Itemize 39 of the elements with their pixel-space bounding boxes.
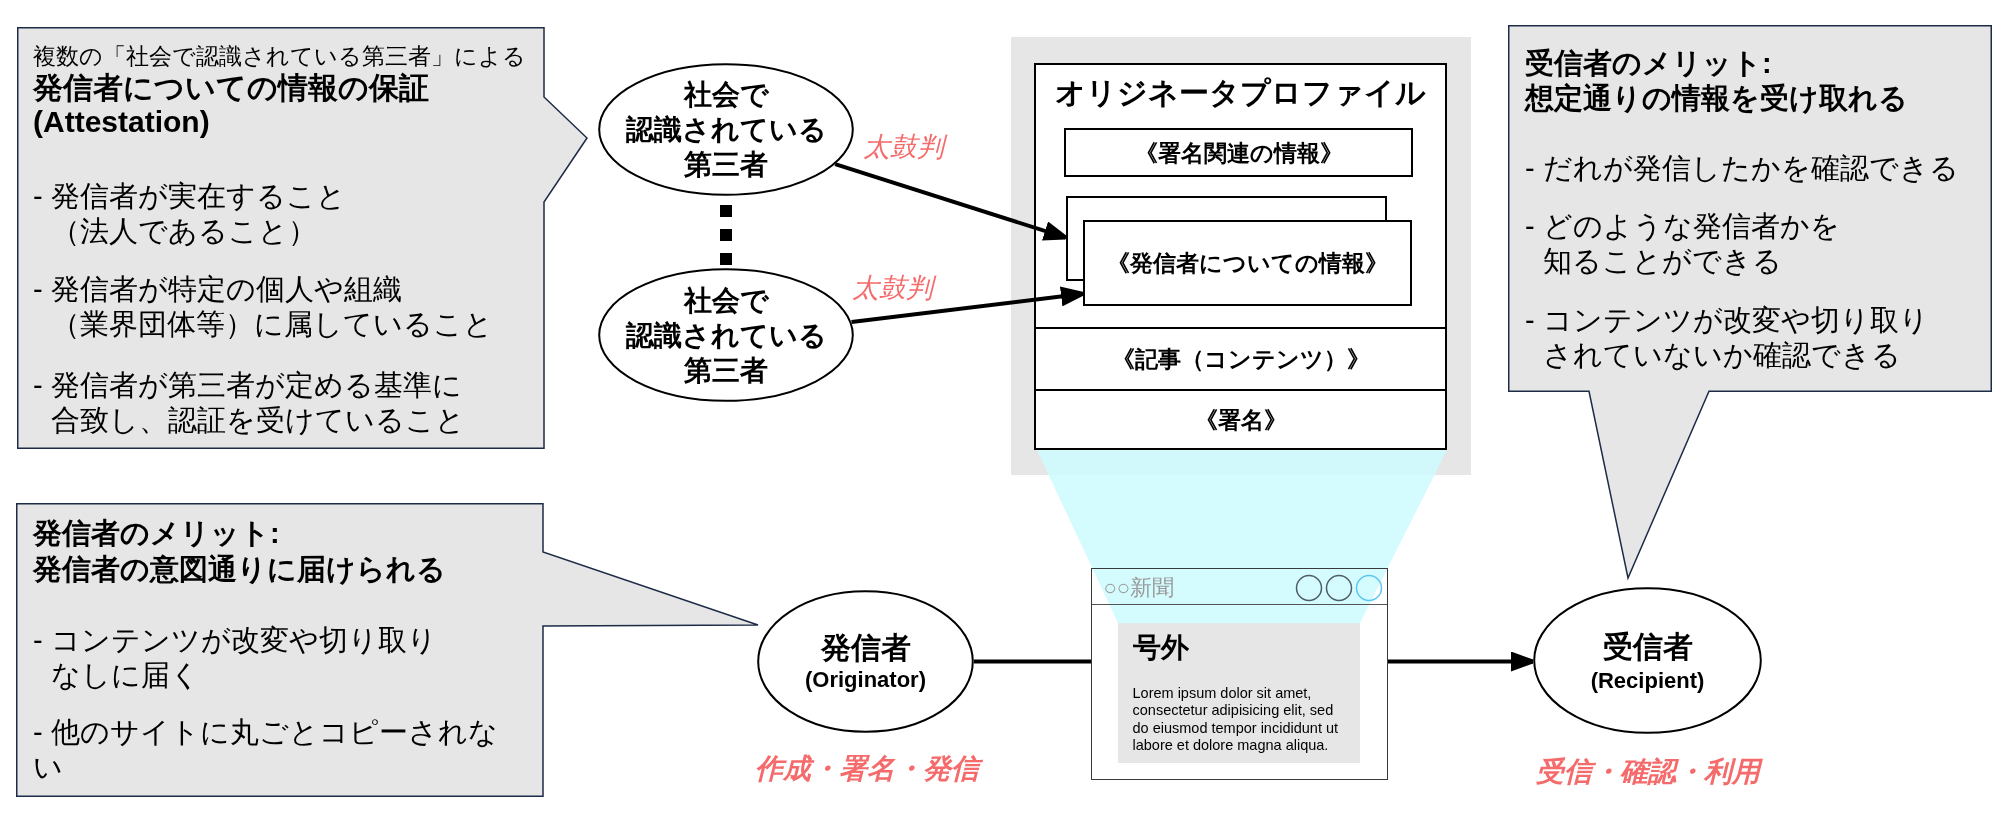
bullet-text: - コンテンツが改変や切り取りされていないか確認できる	[1525, 303, 1930, 373]
browser-window	[1091, 568, 1388, 780]
bullet-text: - だれが発信したかを確認できる	[1525, 151, 1960, 186]
info-box	[1064, 128, 1413, 177]
article-heading: 号外	[1132, 630, 1190, 665]
caption-label: 受信・確認・利用	[1535, 755, 1761, 789]
content-card	[1117, 622, 1360, 763]
card-label: 《発信者についての情報》	[1106, 249, 1389, 278]
ellipse-label: 発信者	[820, 630, 911, 666]
ellipse-sublabel: (Originator)	[804, 667, 927, 693]
box-label: 《署名関連の情報》	[1134, 138, 1343, 168]
callout-heading: 発信者のメリット:発信者の意図通りに届けられる	[33, 516, 447, 587]
bullet-text: - 他のサイトに丸ごとコピーされない	[33, 715, 499, 785]
stacked-cards	[1066, 196, 1412, 306]
callout-heading: 発信者についての情報の保証 (Attestation)	[33, 71, 430, 139]
ellipse-label: 受信者	[1602, 629, 1693, 665]
bullet-text: - どのような発信者かを知ることができる	[1525, 209, 1841, 279]
section-label: 《記事（コンテンツ）》	[1111, 345, 1370, 374]
ellipse	[598, 268, 854, 402]
callout-bubble	[17, 27, 588, 449]
ellipse	[757, 590, 974, 733]
callout-bubble	[1508, 25, 1992, 579]
bullet-text: - 発信者が実在すること（法人であること）	[33, 179, 347, 249]
bullet-text: - 発信者が第三者が定める基準に合致し、認証を受けていること	[33, 368, 466, 438]
callout-heading: 受信者のメリット:想定通りの情報を受け取れる	[1525, 46, 1909, 116]
bullet-text: - 発信者が特定の個人や組織（業界団体等）に属していること	[33, 272, 494, 342]
ellipse-sublabel: (Recipient)	[1590, 668, 1705, 694]
section-label: 《署名》	[1194, 406, 1287, 435]
bullet-text: - コンテンツが改変や切り取りなしに届く	[33, 623, 438, 693]
profile-box	[1034, 63, 1447, 450]
ellipse	[1533, 587, 1762, 734]
ellipse-label: 社会で認識されている第三者	[625, 283, 827, 388]
article-text: Lorem ipsum dolor sit amet, consectetur adipisicing elit, sed do eiusmod tempor incididunt ut labore et dolore magna aliqua.	[1132, 684, 1340, 755]
ellipse	[598, 63, 854, 196]
ellipse-label: 社会で認識されている第三者	[625, 78, 827, 182]
connector-line	[974, 659, 1091, 664]
box-title: オリジネータプロファイル	[1054, 75, 1427, 111]
callout-text: 複数の「社会で認識されている第三者」による	[33, 42, 527, 70]
window-title: ○○新聞	[1103, 573, 1176, 602]
